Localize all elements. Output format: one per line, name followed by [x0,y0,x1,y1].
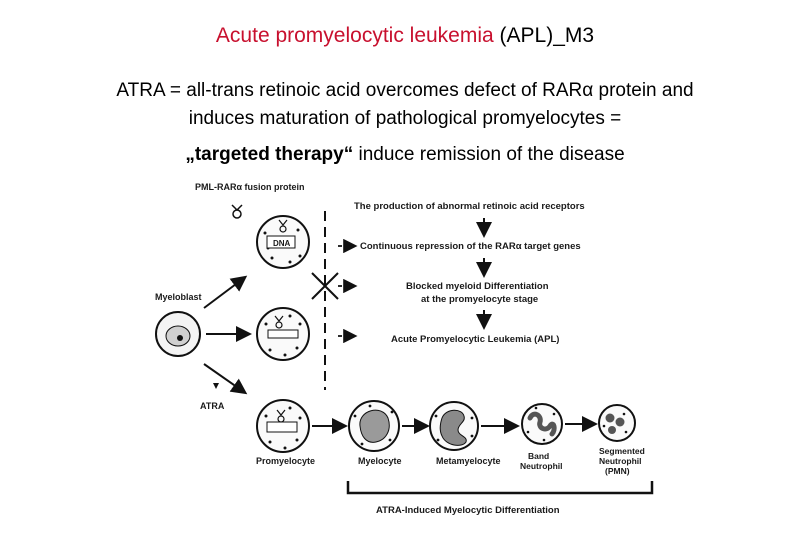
subtitle-line-1: ATRA = all-trans retinoic acid overcomes… [116,80,694,101]
bracket-label: ATRA-Induced Myelocytic Differentiation [376,505,560,516]
flow-step-apl: Acute Promyelocytic Leukemia (APL) [391,334,559,345]
slide-title: Acute promyelocytic leukemia (APL)_M3 [0,24,810,48]
apl-promyelocyte-dna-cell [256,215,310,269]
remission-text: induce remission of the disease [358,144,625,165]
arrow-to-upper-promyelocyte [203,275,248,309]
myeloblast-cell [155,311,201,357]
block-cross-icon [311,272,339,300]
flow-step-blocked-line-1: Blocked myeloid Differentiation [406,281,549,292]
title-subtype: (APL)_M3 [499,24,595,47]
band-neutrophil-cell [521,403,563,445]
flow-step-repression: Continuous repression of the RARα target… [360,241,581,252]
apl-promyelocyte-cell [256,307,310,361]
targeted-therapy-label: „targeted therapy“ [185,144,354,165]
segmented-label-line-2: Neutrophil [599,456,642,466]
metamyelocyte-label: Metamyelocyte [436,456,501,466]
flow-step-abnormal-receptors: The production of abnormal retinoic acid… [354,201,585,212]
promyelocyte-label: Promyelocyte [256,456,315,466]
segmented-neutrophil-cell [598,404,636,442]
myeloblast-label: Myeloblast [155,292,202,302]
band-label-line-2: Neutrophil [520,461,563,471]
flow-step-blocked-line-2: at the promyelocyte stage [421,294,538,305]
metamyelocyte-cell [429,401,479,451]
dna-label: DNA [273,239,291,248]
band-label-line-1: Band [528,451,549,461]
apl-atra-diagram: PML-RARα fusion protein Myeloblast ATRA … [155,182,654,516]
segmented-label-line-3: (PMN) [605,466,630,476]
differentiation-bracket [346,481,654,495]
atra-label: ATRA [200,401,225,411]
myelocyte-label: Myelocyte [358,456,402,466]
fusion-protein-label: PML-RARα fusion protein [195,182,305,192]
myelocyte-cell [348,400,400,452]
fusion-protein-icon [231,204,243,219]
subtitle-line-3: „targeted therapy“ induce remission of t… [0,141,810,169]
arrow-to-lower-promyelocyte [203,363,248,395]
atra-arrowhead [213,383,219,389]
promyelocyte-cell [256,399,310,453]
segmented-label-line-1: Segmented [599,446,645,456]
title-disease: Acute promyelocytic leukemia [215,24,494,47]
subtitle-line-2: induces maturation of pathological promy… [188,108,622,129]
